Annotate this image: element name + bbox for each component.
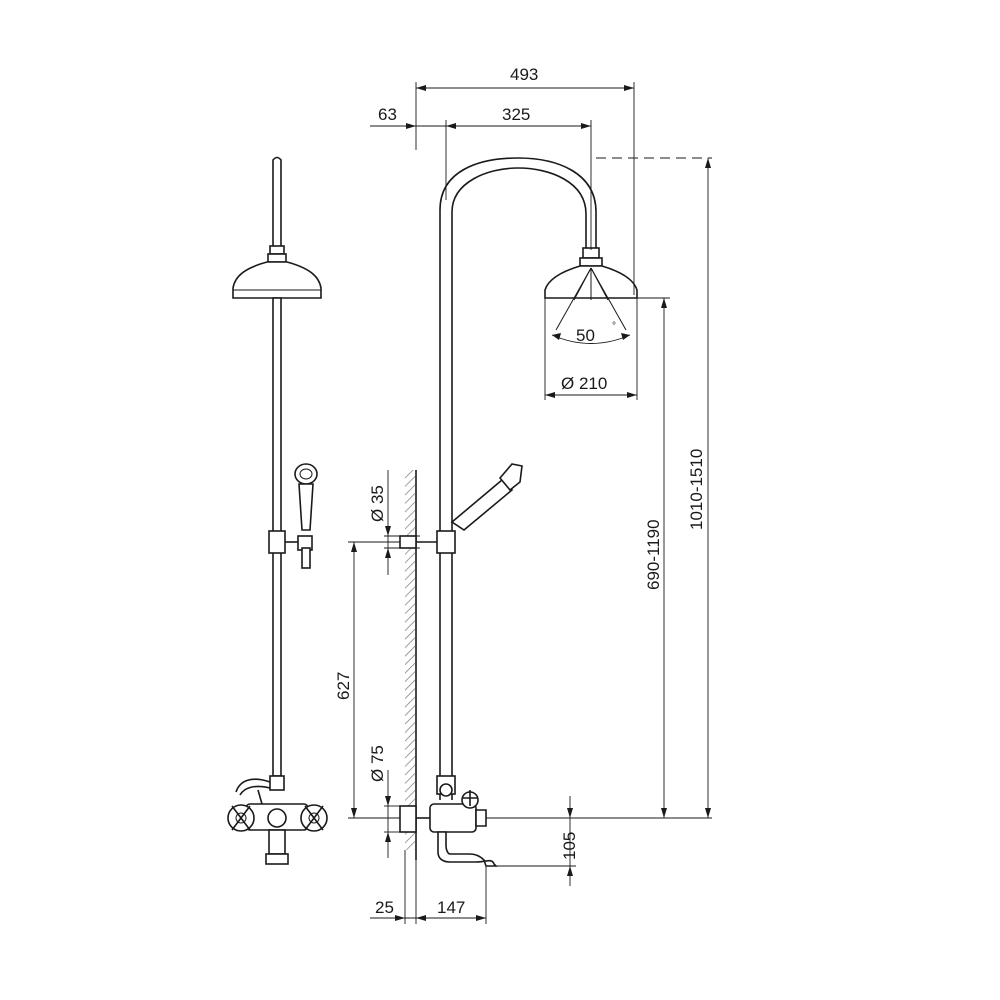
overall-width-label: 493: [510, 65, 538, 84]
support-height-label: 627: [334, 672, 353, 700]
right-cross-handle: [300, 804, 328, 832]
arm-reach-label: 325: [502, 105, 530, 124]
flange-diameter-label: Ø 75: [368, 745, 387, 782]
wall-hatch: [405, 470, 415, 850]
wall-offset-top-label: 63: [378, 105, 397, 124]
left-cross-handle: [227, 804, 255, 832]
spray-angle-label: 50: [576, 326, 595, 345]
degree-symbol: °: [612, 321, 616, 332]
side-view: 50 °: [399, 157, 638, 867]
support-diameter-label: Ø 35: [368, 485, 387, 522]
wall-offset-bottom-label: 25: [375, 898, 394, 917]
height-adjust-label: 690-1190: [644, 519, 663, 590]
front-view: [227, 156, 328, 865]
spout-height-label: 105: [560, 832, 579, 860]
head-diameter-label: Ø 210: [561, 374, 607, 393]
dimension-lines: 493 325 63 1010-1510 690-1190 Ø 2: [334, 65, 712, 924]
overall-height-label: 1010-1510: [687, 449, 706, 530]
spout-reach-label: 147: [437, 898, 465, 917]
